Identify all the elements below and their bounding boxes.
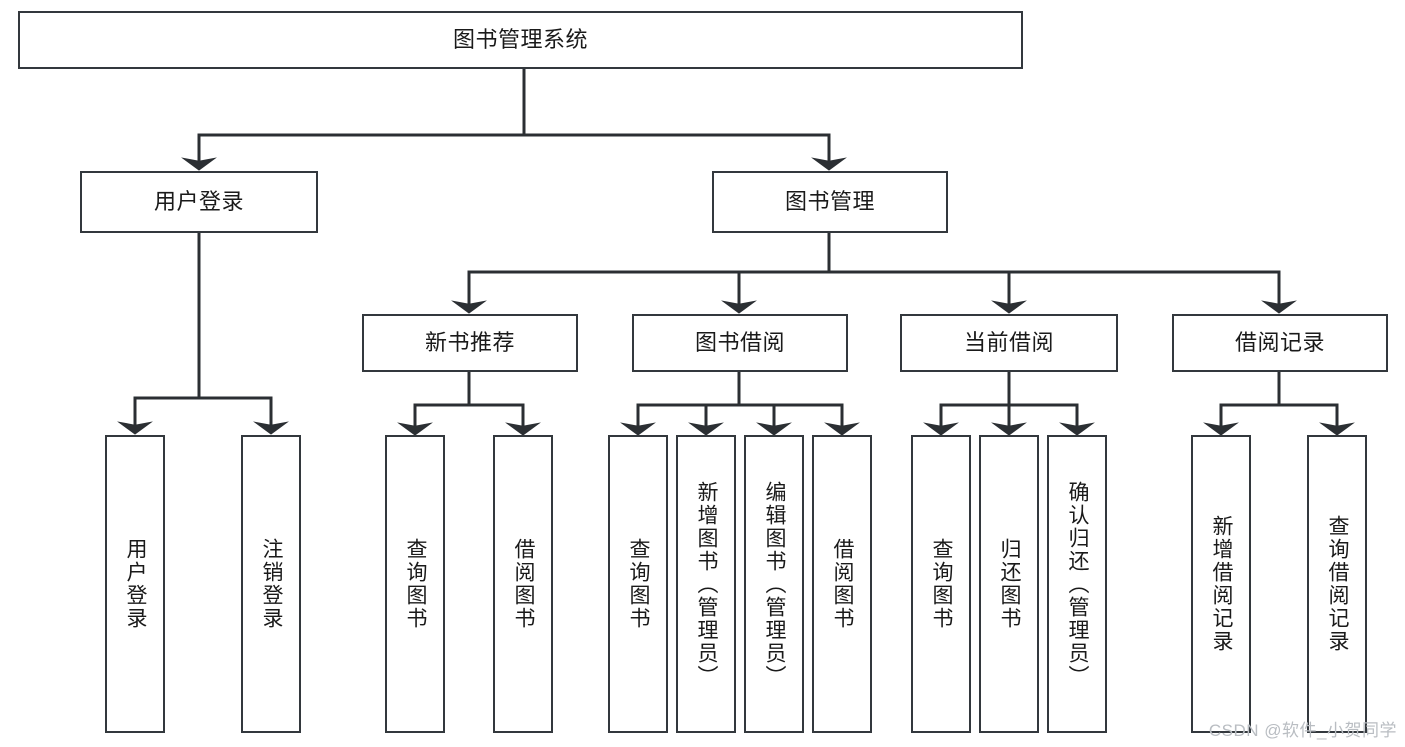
leaf-logout[interactable]: 注销登录 [241,435,301,733]
leaf-return-book-label: 归还图书 [998,538,1022,630]
node-user-login-label: 用户登录 [153,189,244,215]
node-book-borrow[interactable]: 图书借阅 [632,314,848,372]
node-book-manage[interactable]: 图书管理 [712,171,948,233]
leaf-add-record-label: 新增借阅记录 [1210,515,1234,653]
node-new-book-recommendation[interactable]: 新书推荐 [362,314,578,372]
node-new-book-recommendation-label: 新书推荐 [424,330,515,356]
leaf-query-book-3[interactable]: 查询图书 [911,435,971,733]
leaf-add-record[interactable]: 新增借阅记录 [1191,435,1251,733]
leaf-borrow-book-1[interactable]: 借阅图书 [493,435,553,733]
leaf-query-book-1-label: 查询图书 [404,538,428,630]
node-current-borrow[interactable]: 当前借阅 [900,314,1118,372]
leaf-query-book-3-label: 查询图书 [930,538,954,630]
node-user-login[interactable]: 用户登录 [80,171,318,233]
leaf-edit-book[interactable]: 编辑图书（管理员） [744,435,804,733]
node-borrow-record-label: 借阅记录 [1234,330,1325,356]
leaf-edit-book-label: 编辑图书（管理员） [763,480,787,688]
node-book-manage-label: 图书管理 [784,189,875,215]
leaf-user-login[interactable]: 用户登录 [105,435,165,733]
leaf-user-login-label: 用户登录 [124,538,148,630]
leaf-borrow-book-2[interactable]: 借阅图书 [812,435,872,733]
node-current-borrow-label: 当前借阅 [963,330,1054,356]
leaf-query-book-1[interactable]: 查询图书 [385,435,445,733]
leaf-borrow-book-1-label: 借阅图书 [512,538,536,630]
leaf-query-book-2-label: 查询图书 [627,538,651,630]
leaf-query-record-label: 查询借阅记录 [1326,515,1350,653]
leaf-add-book[interactable]: 新增图书（管理员） [676,435,736,733]
leaf-confirm-return[interactable]: 确认归还（管理员） [1047,435,1107,733]
leaf-query-record[interactable]: 查询借阅记录 [1307,435,1367,733]
leaf-confirm-return-label: 确认归还（管理员） [1066,480,1090,688]
leaf-return-book[interactable]: 归还图书 [979,435,1039,733]
leaf-add-book-label: 新增图书（管理员） [695,480,719,688]
leaf-borrow-book-2-label: 借阅图书 [831,538,855,630]
csdn-watermark: CSDN @软件_小贺同学 [1208,721,1397,740]
leaf-logout-label: 注销登录 [260,538,284,630]
node-root-label: 图书管理系统 [452,27,588,53]
node-borrow-record[interactable]: 借阅记录 [1172,314,1388,372]
node-root[interactable]: 图书管理系统 [18,11,1023,69]
node-book-borrow-label: 图书借阅 [694,330,785,356]
leaf-query-book-2[interactable]: 查询图书 [608,435,668,733]
